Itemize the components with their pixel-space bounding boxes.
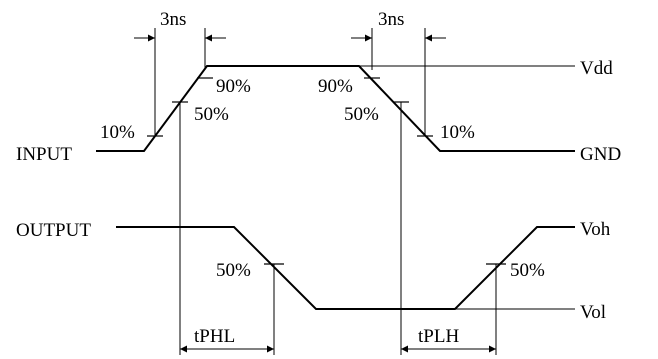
vol-label: Vol <box>580 302 606 323</box>
fall-90-label: 90% <box>318 76 353 97</box>
fall-50-label: 50% <box>344 104 379 125</box>
fall-time-label: 3ns <box>378 9 404 30</box>
vdd-label: Vdd <box>580 58 613 79</box>
fall-10-label: 10% <box>440 122 475 143</box>
output-rise-50-label: 50% <box>510 260 545 281</box>
rise-time-label: 3ns <box>160 9 186 30</box>
input-waveform <box>96 65 575 152</box>
input-label: INPUT <box>16 144 72 165</box>
tphl-label: tPHL <box>194 326 235 347</box>
voh-label: Voh <box>580 219 611 240</box>
output-waveform <box>116 226 575 310</box>
tplh-label: tPLH <box>418 326 459 347</box>
rise-10-label: 10% <box>100 122 135 143</box>
rise-50-label: 50% <box>194 104 229 125</box>
gnd-label: GND <box>580 144 621 165</box>
output-label: OUTPUT <box>16 220 91 241</box>
rise-90-label: 90% <box>216 76 251 97</box>
output-fall-50-label: 50% <box>216 260 251 281</box>
